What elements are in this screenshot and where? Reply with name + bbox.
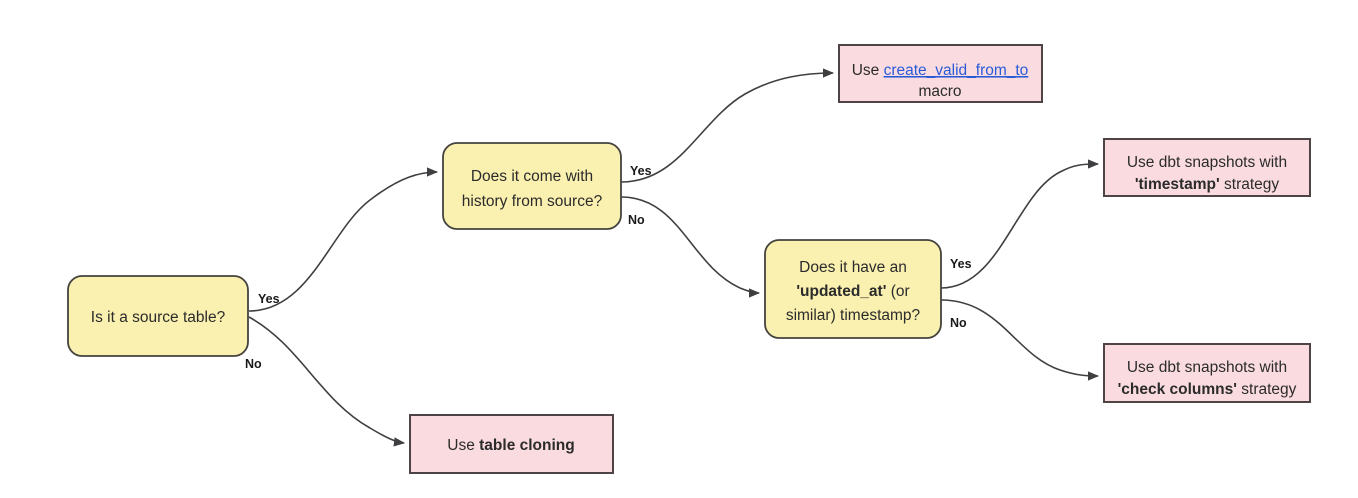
edge-label-source-yes: Yes <box>258 292 280 306</box>
node-updated-at[interactable]: Does it have an 'updated_at' (or similar… <box>764 239 942 339</box>
node-source-table-label: Is it a source table? <box>91 309 226 326</box>
node-table-cloning-label: Use table cloning <box>447 437 574 454</box>
edge-label-history-yes: Yes <box>630 164 652 178</box>
edge-source-no-path <box>248 316 406 447</box>
node-macro-shape[interactable] <box>838 44 1043 103</box>
edge-updated-no-path <box>940 299 1100 381</box>
node-timestamp-strategy[interactable]: Use dbt snapshots with 'timestamp' strat… <box>1103 138 1311 197</box>
node-updated-at-label-line2: 'updated_at' (or <box>796 283 909 300</box>
node-macro-label-line2: macro <box>918 83 961 100</box>
node-timestamp-strategy-shape[interactable] <box>1103 138 1311 197</box>
edge-label-updated-yes: Yes <box>950 257 972 271</box>
node-macro-label-line1: Use create_valid_from_to <box>852 62 1029 79</box>
edge-updated-no: No <box>940 299 1100 381</box>
edge-updated-yes-path <box>940 159 1100 289</box>
edge-source-yes: Yes <box>248 167 439 312</box>
node-updated-at-label-line1: Does it have an <box>799 259 907 276</box>
node-timestamp-strategy-label-line1: Use dbt snapshots with <box>1127 154 1287 171</box>
edge-history-no: No <box>620 196 761 298</box>
node-table-cloning-shape[interactable] <box>409 414 614 474</box>
edge-group: history_from_source --> Yes table_clonin… <box>245 68 1100 447</box>
edge-label-updated-no: No <box>950 316 967 330</box>
node-history-from-source-label-line1: Does it come with <box>471 168 593 185</box>
node-history-from-source[interactable]: Does it come with history from source? <box>442 142 622 230</box>
macro-link: create_valid_from_to <box>884 62 1029 79</box>
edge-label-source-no: No <box>245 357 262 371</box>
node-source-table[interactable]: Is it a source table? <box>67 275 249 357</box>
edge-updated-yes: Yes <box>940 159 1100 289</box>
node-source-table-shape[interactable] <box>67 275 249 357</box>
node-timestamp-strategy-label-line2: 'timestamp' strategy <box>1135 176 1280 193</box>
node-updated-at-label-line3: similar) timestamp? <box>786 307 921 324</box>
node-table-cloning[interactable]: Use table cloning <box>409 414 614 474</box>
node-check-columns-strategy-label-line2: 'check columns' strategy <box>1118 381 1297 398</box>
edge-history-no-path <box>620 196 761 298</box>
node-check-columns-strategy-shape[interactable] <box>1103 343 1311 403</box>
node-history-from-source-label-line2: history from source? <box>462 193 603 210</box>
edge-source-yes-path <box>248 167 439 312</box>
edge-history-yes: Yes <box>620 68 835 183</box>
node-check-columns-strategy-label-line1: Use dbt snapshots with <box>1127 359 1287 376</box>
edge-source-no: No <box>245 316 406 447</box>
node-history-from-source-shape[interactable] <box>442 142 622 230</box>
edge-history-yes-path <box>620 68 835 183</box>
node-check-columns-strategy[interactable]: Use dbt snapshots with 'check columns' s… <box>1103 343 1311 403</box>
node-updated-at-shape[interactable] <box>764 239 942 339</box>
edge-label-history-no: No <box>628 213 645 227</box>
node-macro[interactable]: Use create_valid_from_to macro <box>838 44 1043 103</box>
